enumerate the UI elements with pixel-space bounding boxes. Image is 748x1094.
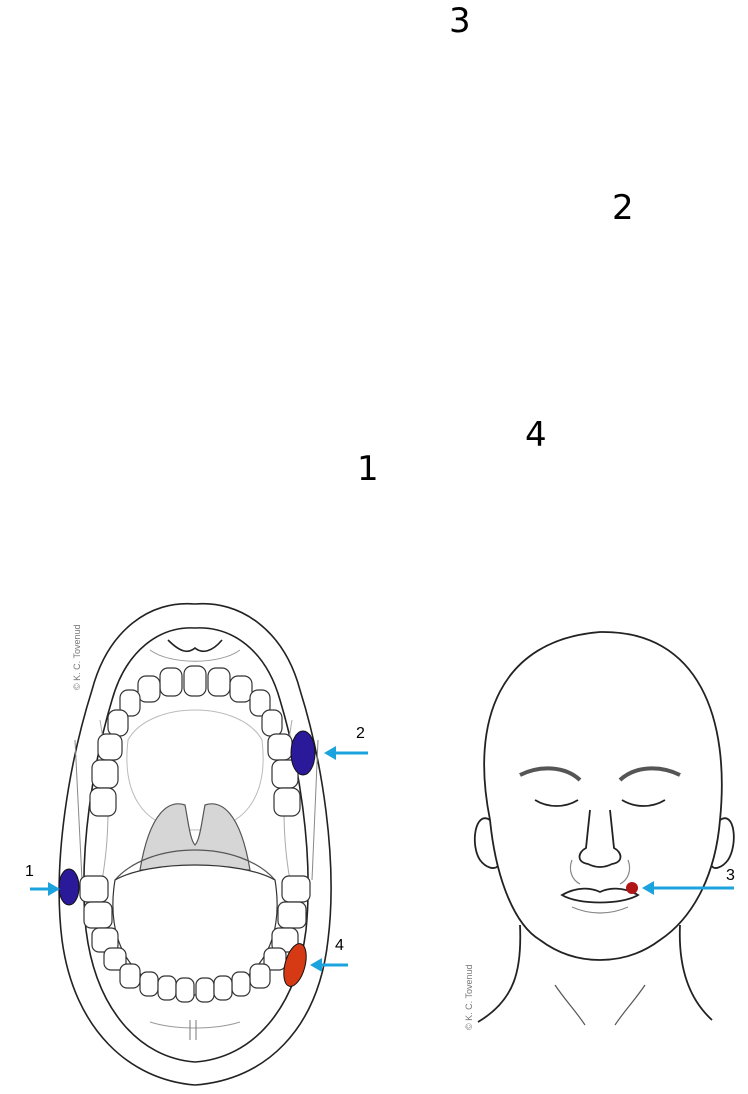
neck-right (680, 925, 712, 1020)
mouth-marker-1 (59, 869, 79, 905)
arrow-1 (30, 882, 60, 896)
arrow-4 (310, 958, 348, 972)
palate (127, 710, 263, 830)
upper-teeth (90, 666, 300, 816)
face-diagram (475, 632, 734, 1025)
face-marker-3 (626, 882, 638, 894)
upper-lip-notch (168, 640, 222, 651)
face-copyright: © K. C. Tovenud (464, 964, 474, 1030)
mouth-label-4: 4 (335, 937, 344, 954)
mouth-copyright: © K. C. Tovenud (72, 624, 82, 690)
mouth-label-1: 1 (25, 863, 34, 880)
throat-uvula (140, 804, 250, 870)
arrow-2 (324, 746, 368, 760)
lips (562, 889, 638, 903)
open-mouth-diagram (59, 604, 331, 1085)
nose (580, 810, 621, 867)
mouth-label-2: 2 (356, 725, 365, 742)
face-label-3: 3 (726, 867, 735, 884)
left-eyebrow (520, 768, 580, 780)
right-eye (622, 800, 665, 806)
left-ear (475, 818, 498, 868)
right-ear (712, 818, 734, 868)
neck-left (478, 925, 520, 1022)
arrow-3 (642, 881, 734, 895)
mouth-marker-2 (291, 731, 315, 775)
left-eye (535, 800, 578, 806)
head-outline (484, 632, 722, 960)
right-eyebrow (620, 768, 680, 780)
